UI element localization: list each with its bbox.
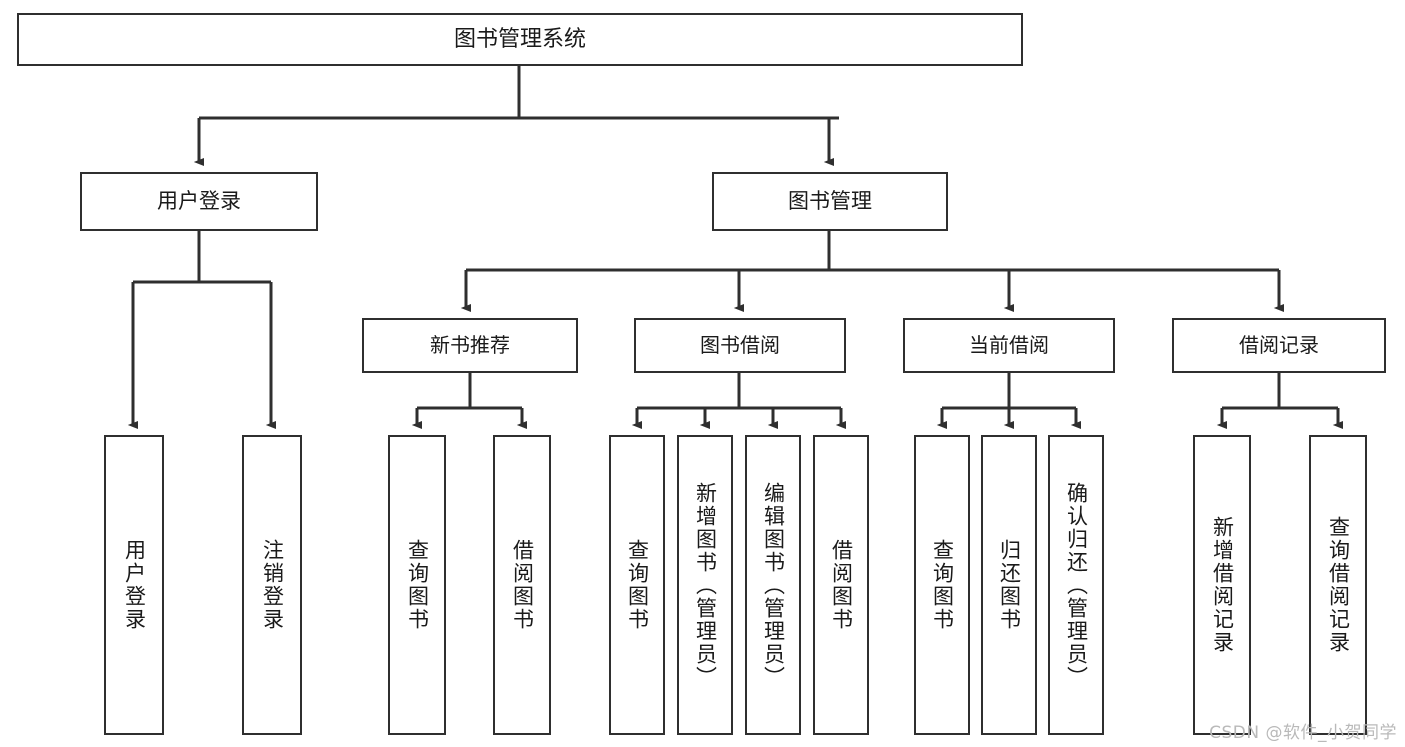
node-root-system[interactable]: 图书管理系统 (17, 13, 1023, 66)
node-book-management[interactable]: 图书管理 (712, 172, 948, 231)
node-leaf-query-record[interactable]: 查询借阅记录 (1309, 435, 1367, 735)
node-leaf-logout-login[interactable]: 注销登录 (242, 435, 302, 735)
node-leaf-borrow-book-1-label: 借阅图书 (510, 539, 535, 631)
node-book-borrow-label: 图书借阅 (700, 332, 780, 357)
node-leaf-logout-login-label: 注销登录 (260, 539, 285, 631)
node-current-borrow[interactable]: 当前借阅 (903, 318, 1115, 373)
node-leaf-query-book-2-label: 查询图书 (625, 539, 650, 631)
node-leaf-edit-book[interactable]: 编辑图书（管理员） (745, 435, 801, 735)
node-leaf-user-login-label: 用户登录 (122, 539, 147, 631)
node-leaf-query-book-3-label: 查询图书 (930, 539, 955, 631)
node-borrow-record[interactable]: 借阅记录 (1172, 318, 1386, 373)
node-new-book-recommend-label: 新书推荐 (430, 332, 510, 357)
node-leaf-confirm-return[interactable]: 确认归还（管理员） (1048, 435, 1104, 735)
node-leaf-query-book-3[interactable]: 查询图书 (914, 435, 970, 735)
node-leaf-user-login[interactable]: 用户登录 (104, 435, 164, 735)
node-book-borrow[interactable]: 图书借阅 (634, 318, 846, 373)
node-leaf-query-book-1[interactable]: 查询图书 (388, 435, 446, 735)
node-leaf-confirm-return-label: 确认归还（管理员） (1064, 481, 1089, 689)
node-leaf-borrow-book-2-label: 借阅图书 (829, 539, 854, 631)
node-borrow-record-label: 借阅记录 (1239, 332, 1319, 357)
node-leaf-add-record[interactable]: 新增借阅记录 (1193, 435, 1251, 735)
node-leaf-borrow-book-2[interactable]: 借阅图书 (813, 435, 869, 735)
node-leaf-query-record-label: 查询借阅记录 (1326, 516, 1351, 654)
node-leaf-borrow-book-1[interactable]: 借阅图书 (493, 435, 551, 735)
node-leaf-return-book-label: 归还图书 (997, 539, 1022, 631)
node-book-management-label: 图书管理 (788, 189, 872, 214)
node-leaf-add-book-label: 新增图书（管理员） (693, 481, 718, 689)
node-leaf-add-book[interactable]: 新增图书（管理员） (677, 435, 733, 735)
node-leaf-add-record-label: 新增借阅记录 (1210, 516, 1235, 654)
node-user-login-label: 用户登录 (157, 189, 241, 214)
node-current-borrow-label: 当前借阅 (969, 332, 1049, 357)
node-root-label: 图书管理系统 (453, 26, 586, 52)
node-new-book-recommend[interactable]: 新书推荐 (362, 318, 578, 373)
node-leaf-query-book-2[interactable]: 查询图书 (609, 435, 665, 735)
node-leaf-return-book[interactable]: 归还图书 (981, 435, 1037, 735)
node-leaf-query-book-1-label: 查询图书 (405, 539, 430, 631)
watermark-csdn: CSDN @软件_小贺同学 (1209, 723, 1397, 743)
node-user-login[interactable]: 用户登录 (80, 172, 318, 231)
node-leaf-edit-book-label: 编辑图书（管理员） (761, 481, 786, 689)
